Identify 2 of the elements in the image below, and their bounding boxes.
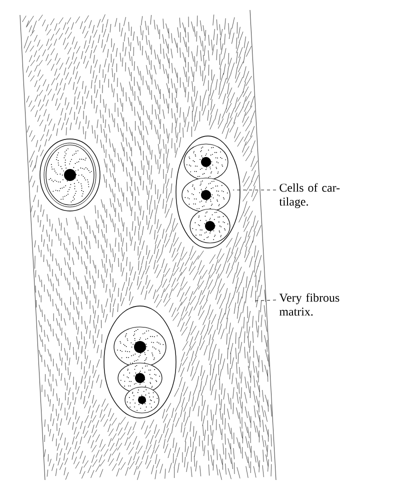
label-text: Cells of car-tilage. xyxy=(279,183,340,208)
label-text: Very fibrous matrix. xyxy=(279,293,340,316)
